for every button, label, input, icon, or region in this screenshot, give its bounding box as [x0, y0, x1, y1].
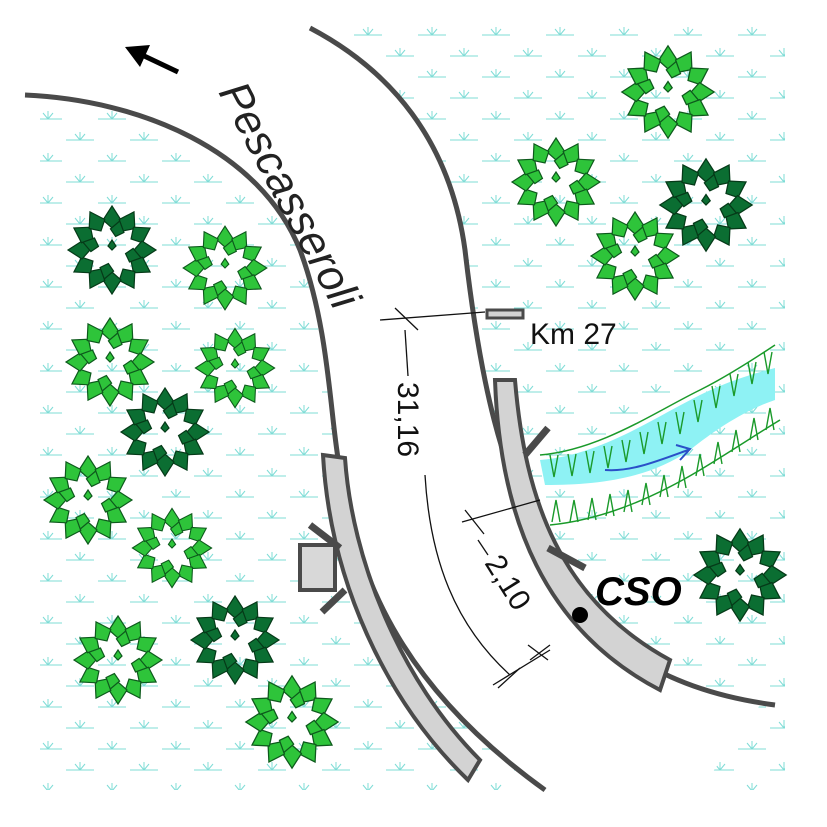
outlet-box-west: [298, 543, 337, 592]
kilometer-label: Km 27: [530, 318, 617, 351]
road-surface: [25, 28, 760, 790]
flow-arrow-icon: [604, 444, 692, 472]
stream-bank-hatch-north: [549, 351, 773, 478]
dimension-road-width: [379, 307, 551, 689]
road-width-label: 31,16: [391, 382, 424, 457]
arrow-up-left-icon: [125, 45, 180, 75]
stream: [539, 344, 781, 526]
stream-bank-north: [539, 344, 776, 456]
outfall-point: [572, 607, 588, 623]
road-edge-west: [24, 92, 547, 793]
road-surface-top-fill: [25, 28, 310, 95]
barrier-east: [492, 378, 673, 693]
stream-bank-south: [549, 419, 781, 526]
stream-bank-hatch-south: [551, 407, 775, 523]
outfall-label: CSO: [595, 570, 682, 614]
dimension-shoulder-width: [461, 499, 551, 661]
kilometer-marker-post: [485, 308, 525, 320]
barrier-west: [298, 452, 483, 784]
stream-water: [540, 368, 775, 485]
